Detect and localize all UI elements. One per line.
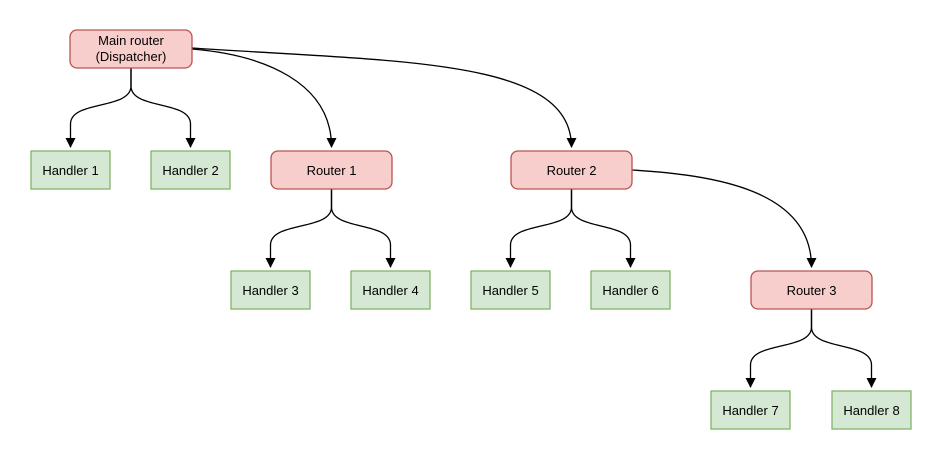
node-handler-5: Handler 5 [470,270,551,310]
edge-main-router-to-router-1 [191,48,337,148]
node-handler-2-shape [150,150,231,190]
node-handler-1-shape [30,150,111,190]
node-handler-3: Handler 3 [230,270,311,310]
node-router-1: Router 1 [270,150,393,190]
node-router-2: Router 2 [510,150,633,190]
node-handler-6-shape [590,270,671,310]
edge-router-2-to-router-3 [631,169,817,268]
node-handler-5-label: Handler 5 [482,283,538,298]
edge-router-1-to-handler-3 [265,189,333,268]
node-handler-5-shape [470,270,551,310]
edge-router-3-to-handler-8 [810,309,877,388]
node-router-1-shape [270,150,393,190]
node-main-router-label-line1: Main router [98,33,164,48]
node-router-2-label: Router 2 [547,163,597,178]
node-handler-3-shape [230,270,311,310]
edge-main-router-to-handler-1 [65,68,132,148]
node-handler-6-label: Handler 6 [602,283,658,298]
node-handler-4-label: Handler 4 [362,283,418,298]
node-main-router-label-line2: (Dispatcher) [96,49,167,64]
node-router-3: Router 3 [750,270,873,310]
node-handler-4-shape [350,270,431,310]
node-handler-4: Handler 4 [350,270,431,310]
node-handler-3-label: Handler 3 [242,283,298,298]
node-handler-8-shape [831,390,912,430]
edges [65,47,877,388]
node-handler-7-shape [710,390,791,430]
node-handler-2: Handler 2 [150,150,231,190]
node-handler-1-label: Handler 1 [42,163,98,178]
edge-router-3-to-handler-7 [745,309,813,388]
node-router-2-shape [510,150,633,190]
node-main-router-shape [69,29,193,69]
node-main-router: Main router (Dispatcher) [69,29,193,69]
node-router-3-label: Router 3 [787,283,837,298]
node-handler-6: Handler 6 [590,270,671,310]
node-handler-8: Handler 8 [831,390,912,430]
edge-main-router-to-handler-2 [130,68,196,148]
edge-router-2-to-handler-6 [570,189,636,268]
node-handler-1: Handler 1 [30,150,111,190]
node-router-1-label: Router 1 [307,163,357,178]
edge-router-2-to-handler-5 [505,189,573,268]
edge-main-router-to-router-2 [191,47,577,148]
node-handler-7-label: Handler 7 [722,403,778,418]
edge-router-1-to-handler-4 [330,189,396,268]
node-handler-7: Handler 7 [710,390,791,430]
node-router-3-shape [750,270,873,310]
node-handler-2-label: Handler 2 [162,163,218,178]
node-handler-8-label: Handler 8 [843,403,899,418]
